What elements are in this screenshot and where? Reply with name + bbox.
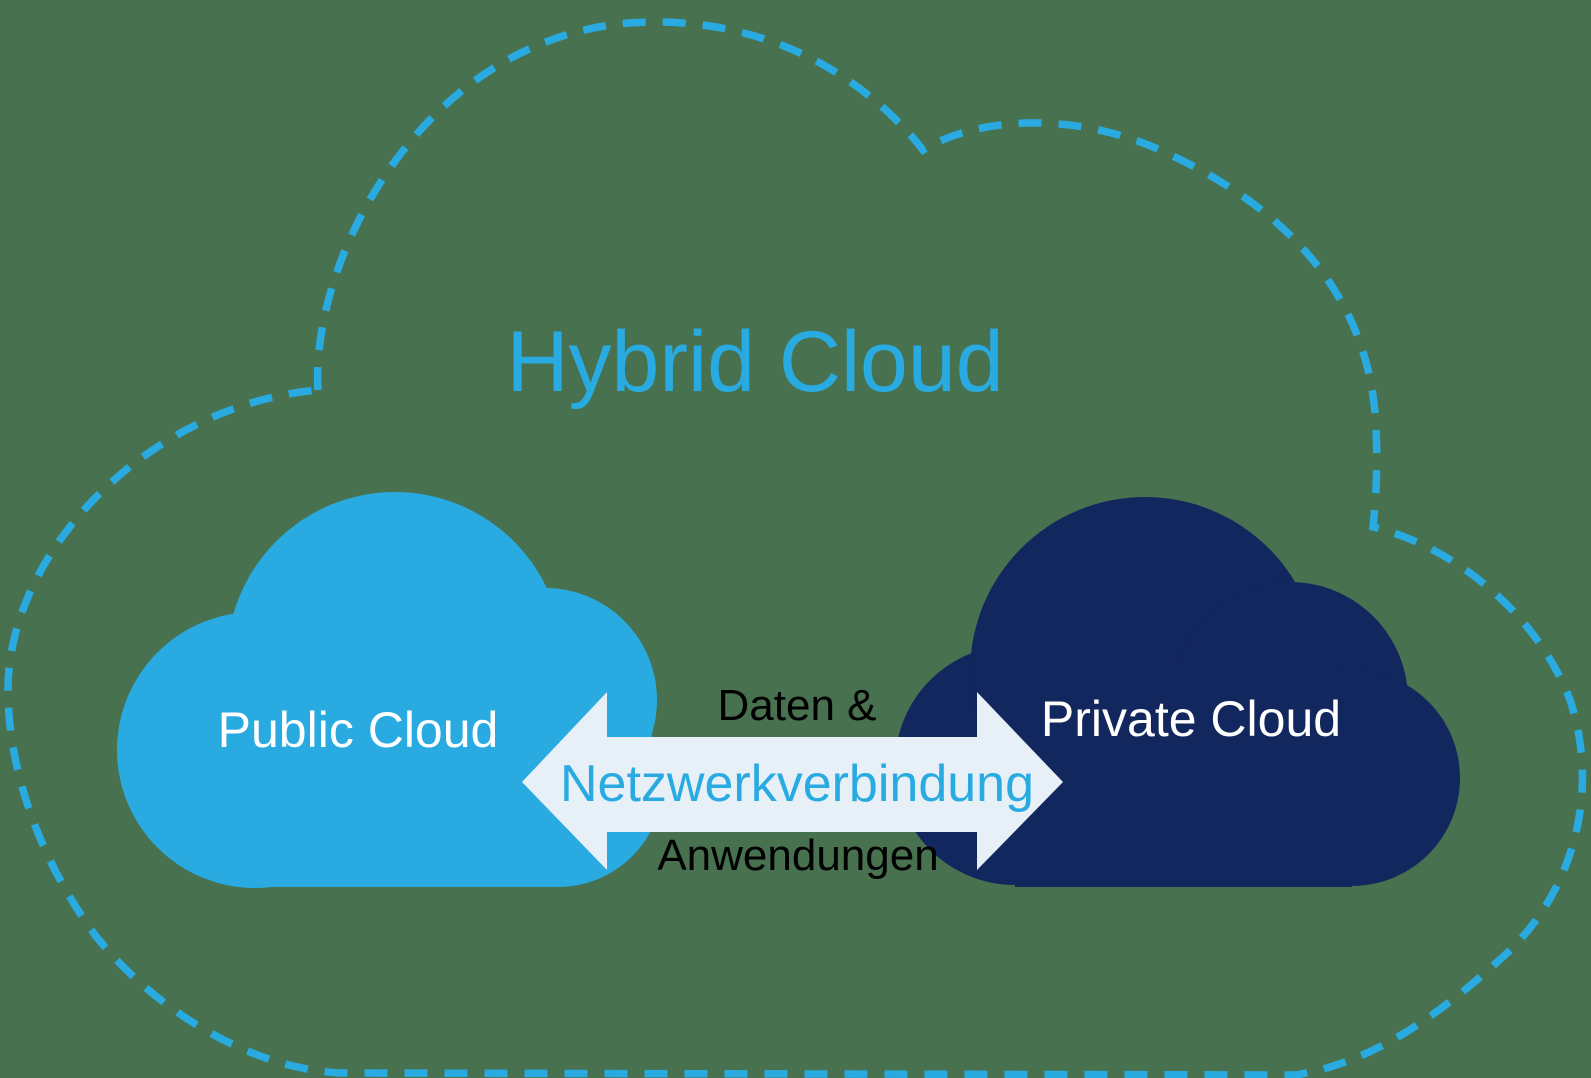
connection-label-anwendungen: Anwendungen	[657, 831, 939, 880]
private-cloud-label: Private Cloud	[1040, 691, 1342, 747]
public-cloud-label: Public Cloud	[217, 702, 499, 758]
bidirectional-arrow-icon	[522, 692, 1063, 870]
private-cloud-icon	[895, 497, 1460, 887]
connection-label-daten: Daten &	[717, 681, 877, 730]
hybrid-cloud-outline-icon	[4, 18, 1587, 1078]
diagram-title: Hybrid Cloud	[506, 314, 1004, 410]
connection-label-netzwerkverbindung: Netzwerkverbindung	[559, 755, 1035, 813]
